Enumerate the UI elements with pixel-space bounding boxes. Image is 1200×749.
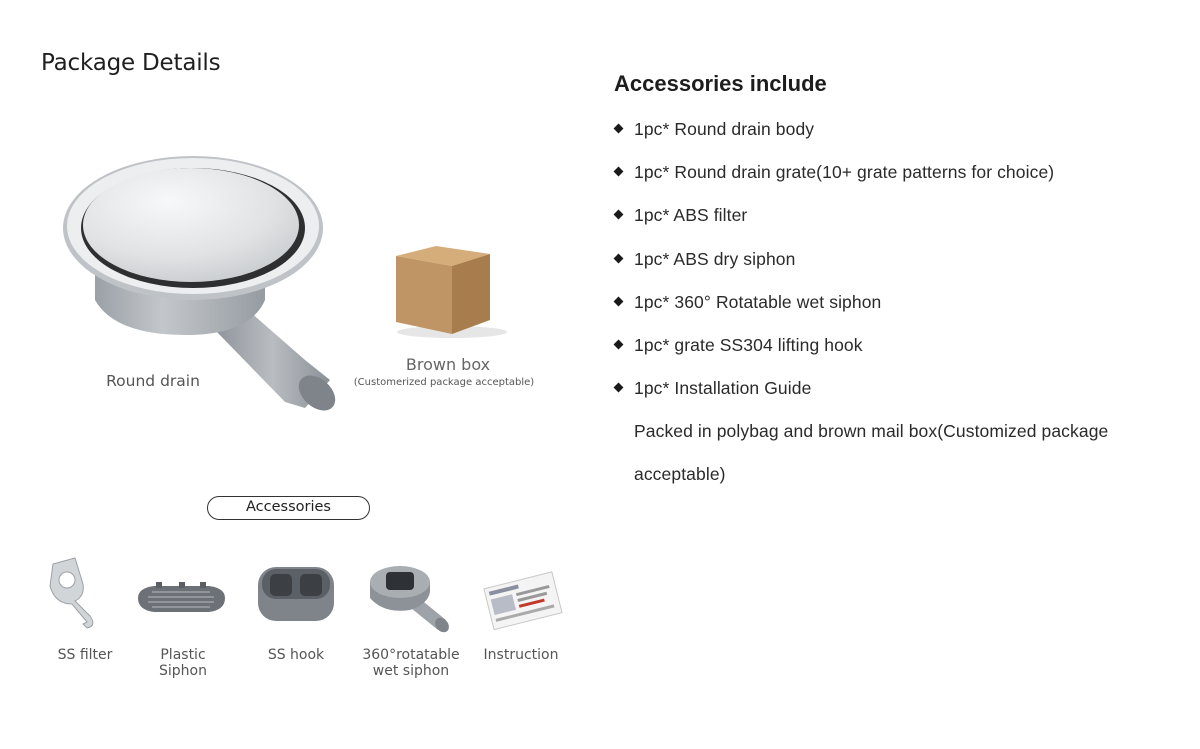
round-drain-label: Round drain (106, 372, 200, 390)
list-item: 1pc* Round drain grate(10+ grate pattern… (613, 155, 1054, 198)
plastic-siphon-icon (138, 582, 225, 612)
wet-siphon-icon (370, 566, 449, 633)
brown-box-note: (Customerized package acceptable) (353, 377, 535, 388)
diamond-bullet-icon (613, 166, 624, 177)
diamond-bullet-icon (613, 296, 624, 307)
accessories-list: 1pc* Round drain body 1pc* Round drain g… (613, 112, 1054, 414)
ss-hook-icon (258, 567, 334, 621)
list-item: 1pc* ABS filter (613, 198, 1054, 241)
ss-filter-icon (49, 557, 94, 629)
list-item: 1pc* 360° Rotatable wet siphon (613, 285, 1054, 328)
brown-box-image (396, 246, 507, 338)
diamond-bullet-icon (613, 209, 624, 220)
list-item: 1pc* Installation Guide (613, 371, 1054, 414)
accessories-pill: Accessories (207, 496, 370, 520)
round-drain-image (63, 156, 336, 411)
accessory-label-ss-filter: SS filter (57, 647, 113, 663)
page-title: Package Details (41, 50, 221, 76)
list-item: 1pc* grate SS304 lifting hook (613, 328, 1054, 371)
accessories-include-title: Accessories include (614, 71, 827, 96)
list-item: 1pc* Round drain body (613, 112, 1054, 155)
accessory-label-wet-siphon: 360°rotatable wet siphon (362, 647, 460, 679)
accessory-label-plastic-siphon: Plastic Siphon (159, 647, 207, 679)
accessory-label-instruction: Instruction (483, 647, 559, 663)
list-item: 1pc* ABS dry siphon (613, 242, 1054, 285)
diamond-bullet-icon (613, 253, 624, 264)
diamond-bullet-icon (613, 123, 624, 134)
diamond-bullet-icon (613, 382, 624, 393)
packed-note: Packed in polybag and brown mail box(Cus… (634, 421, 1109, 485)
diamond-bullet-icon (613, 339, 624, 350)
instruction-icon (483, 571, 563, 631)
accessory-label-ss-hook: SS hook (267, 647, 325, 663)
brown-box-label: Brown box (405, 355, 491, 374)
